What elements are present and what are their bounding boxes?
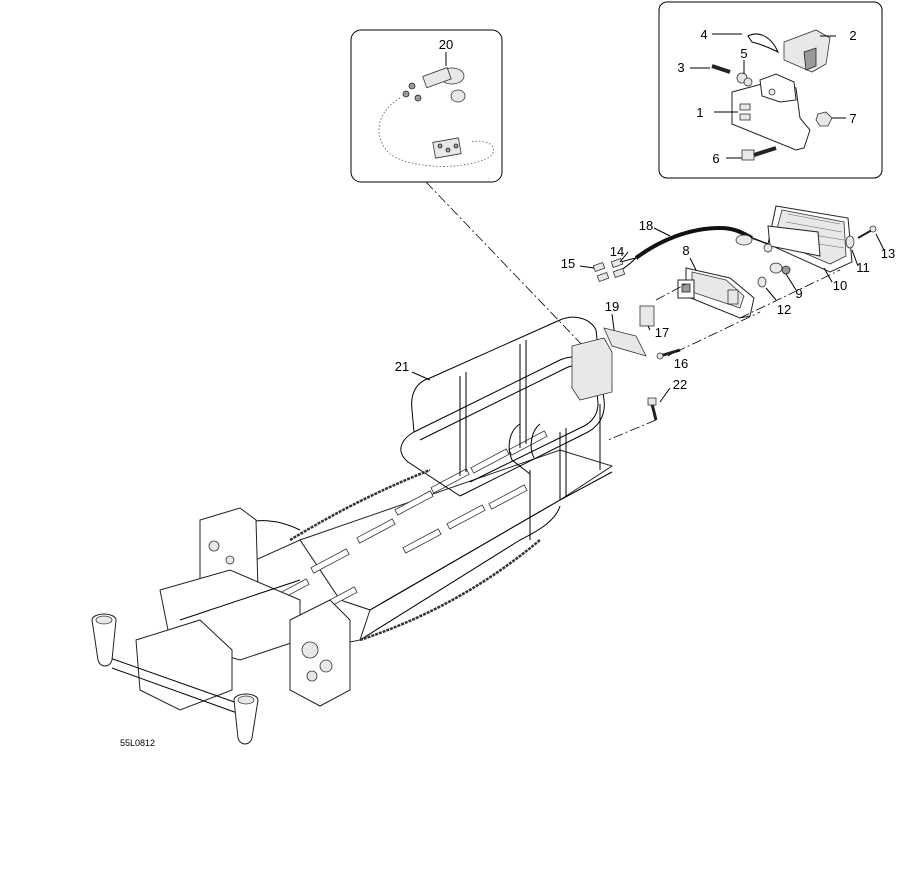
callout-14: 14 [610,244,624,259]
part-7-nut [815,111,833,127]
callout-11: 11 [856,260,870,275]
part-21-cargo-rack-frame [91,316,614,745]
callout-2: 2 [849,28,856,43]
front-subframe [109,507,351,715]
part-13-screw [857,225,877,239]
callout-19: 19 [605,299,619,314]
part-6-bolt [741,146,777,161]
callout-5: 5 [740,46,747,61]
diagram-reference-code: 55L0812 [120,738,155,748]
part-5-spring [736,72,753,87]
callout-8: 8 [682,243,689,258]
callout-17: 17 [655,325,669,340]
part-20-lock-assembly [378,67,494,167]
part-10-tail-light [767,205,853,273]
part-2-bracket-block [783,29,831,73]
callout-22: 22 [673,377,687,392]
callout-labels: 1 2 3 4 5 6 7 8 9 10 11 12 13 14 15 16 1… [395,27,895,392]
part-18-harness [634,225,753,260]
part-16-bolt [656,348,681,360]
part-22-bolt [647,397,658,421]
callout-9: 9 [795,286,802,301]
callout-12: 12 [777,302,791,317]
part-14-terminals [610,257,637,279]
part-4-pin-clip [747,33,779,54]
callout-7: 7 [849,111,856,126]
callout-18: 18 [639,218,653,233]
callout-16: 16 [674,356,688,371]
part-8-light-bracket [677,267,755,319]
part-19-plate [603,327,647,357]
callout-10: 10 [833,278,847,293]
callout-15: 15 [561,256,575,271]
part-15-connectors [592,261,610,283]
part-1-hitch-plate [731,73,811,151]
right-front-tube [233,693,259,745]
lock-inset [350,29,503,183]
part-9-socket [769,262,791,275]
part-12-grommet [757,276,767,288]
tail-light-group [579,205,885,441]
callout-6: 6 [712,151,719,166]
callout-3: 3 [677,60,684,75]
part-3-pin [711,64,731,74]
callout-4: 4 [700,27,707,42]
callout-13: 13 [881,246,895,261]
callout-20: 20 [439,37,453,52]
part-17-block [639,305,655,327]
part-11-washer [845,235,855,249]
callout-21: 21 [395,359,409,374]
hitch-inset [658,1,883,179]
left-front-tube [91,613,117,667]
callout-1: 1 [696,105,703,120]
